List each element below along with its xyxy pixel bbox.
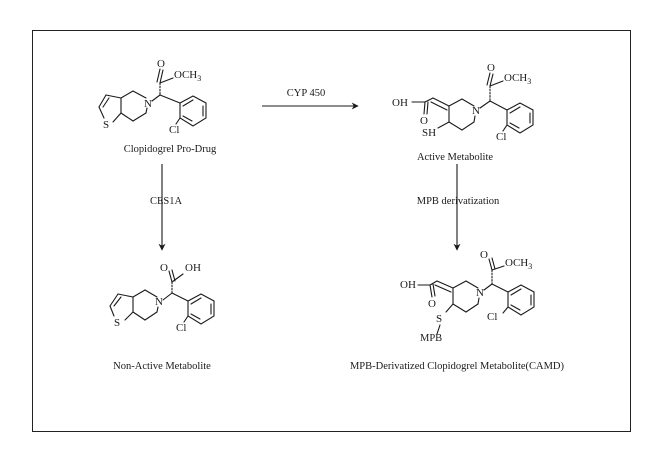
camd-nitrogen: N	[476, 287, 484, 299]
active-nitrogen: N	[472, 105, 480, 117]
camd-sulfur: S	[436, 313, 442, 325]
caption-camd: MPB-Derivatized Clopidogrel Metabolite(C…	[350, 361, 565, 372]
caption-active: Active Metabolite	[417, 152, 493, 163]
prodrug-sulfur: S	[103, 119, 109, 131]
camd-carbonyl-o: O	[428, 298, 436, 310]
nonactive-sulfur: S	[114, 317, 120, 329]
active-thiol: SH	[422, 127, 436, 139]
structure-camd: O OCH3 N OH O S MPB Cl	[400, 249, 535, 344]
structure-prodrug: O OCH3 N S Cl	[98, 58, 207, 136]
nonactive-hydroxyl: OH	[185, 262, 201, 274]
nonactive-carbonyl-o: O	[160, 262, 168, 274]
active-carbonyl-o: O	[420, 115, 428, 127]
caption-nonactive: Non-Active Metabolite	[113, 361, 211, 372]
active-hydroxyl: OH	[392, 97, 408, 109]
camd-methoxy: OCH3	[505, 257, 532, 271]
active-ester-o: O	[487, 62, 495, 74]
camd-hydroxyl: OH	[400, 279, 416, 291]
arrow-mpb-label: MPB derivatization	[417, 196, 500, 207]
prodrug-ester-o: O	[157, 58, 165, 70]
prodrug-methoxy: OCH3	[174, 69, 201, 83]
prodrug-nitrogen: N	[144, 98, 152, 110]
active-methoxy: OCH3	[504, 72, 531, 86]
caption-prodrug: Clopidogrel Pro-Drug	[124, 144, 217, 155]
arrow-cyp450-label: CYP 450	[287, 88, 325, 99]
nonactive-chloro: Cl	[176, 322, 186, 334]
figure-border	[32, 30, 631, 432]
camd-ester-o: O	[480, 249, 488, 261]
prodrug-chloro: Cl	[169, 124, 179, 136]
camd-mpb: MPB	[420, 333, 442, 344]
camd-chloro: Cl	[487, 311, 497, 323]
structure-active: O OCH3 N OH O SH Cl	[392, 62, 534, 143]
nonactive-nitrogen: N	[155, 296, 163, 308]
active-chloro: Cl	[496, 131, 506, 143]
arrow-ces1a-label: CES1A	[150, 196, 183, 207]
structure-nonactive: O OH N S Cl	[109, 262, 215, 334]
